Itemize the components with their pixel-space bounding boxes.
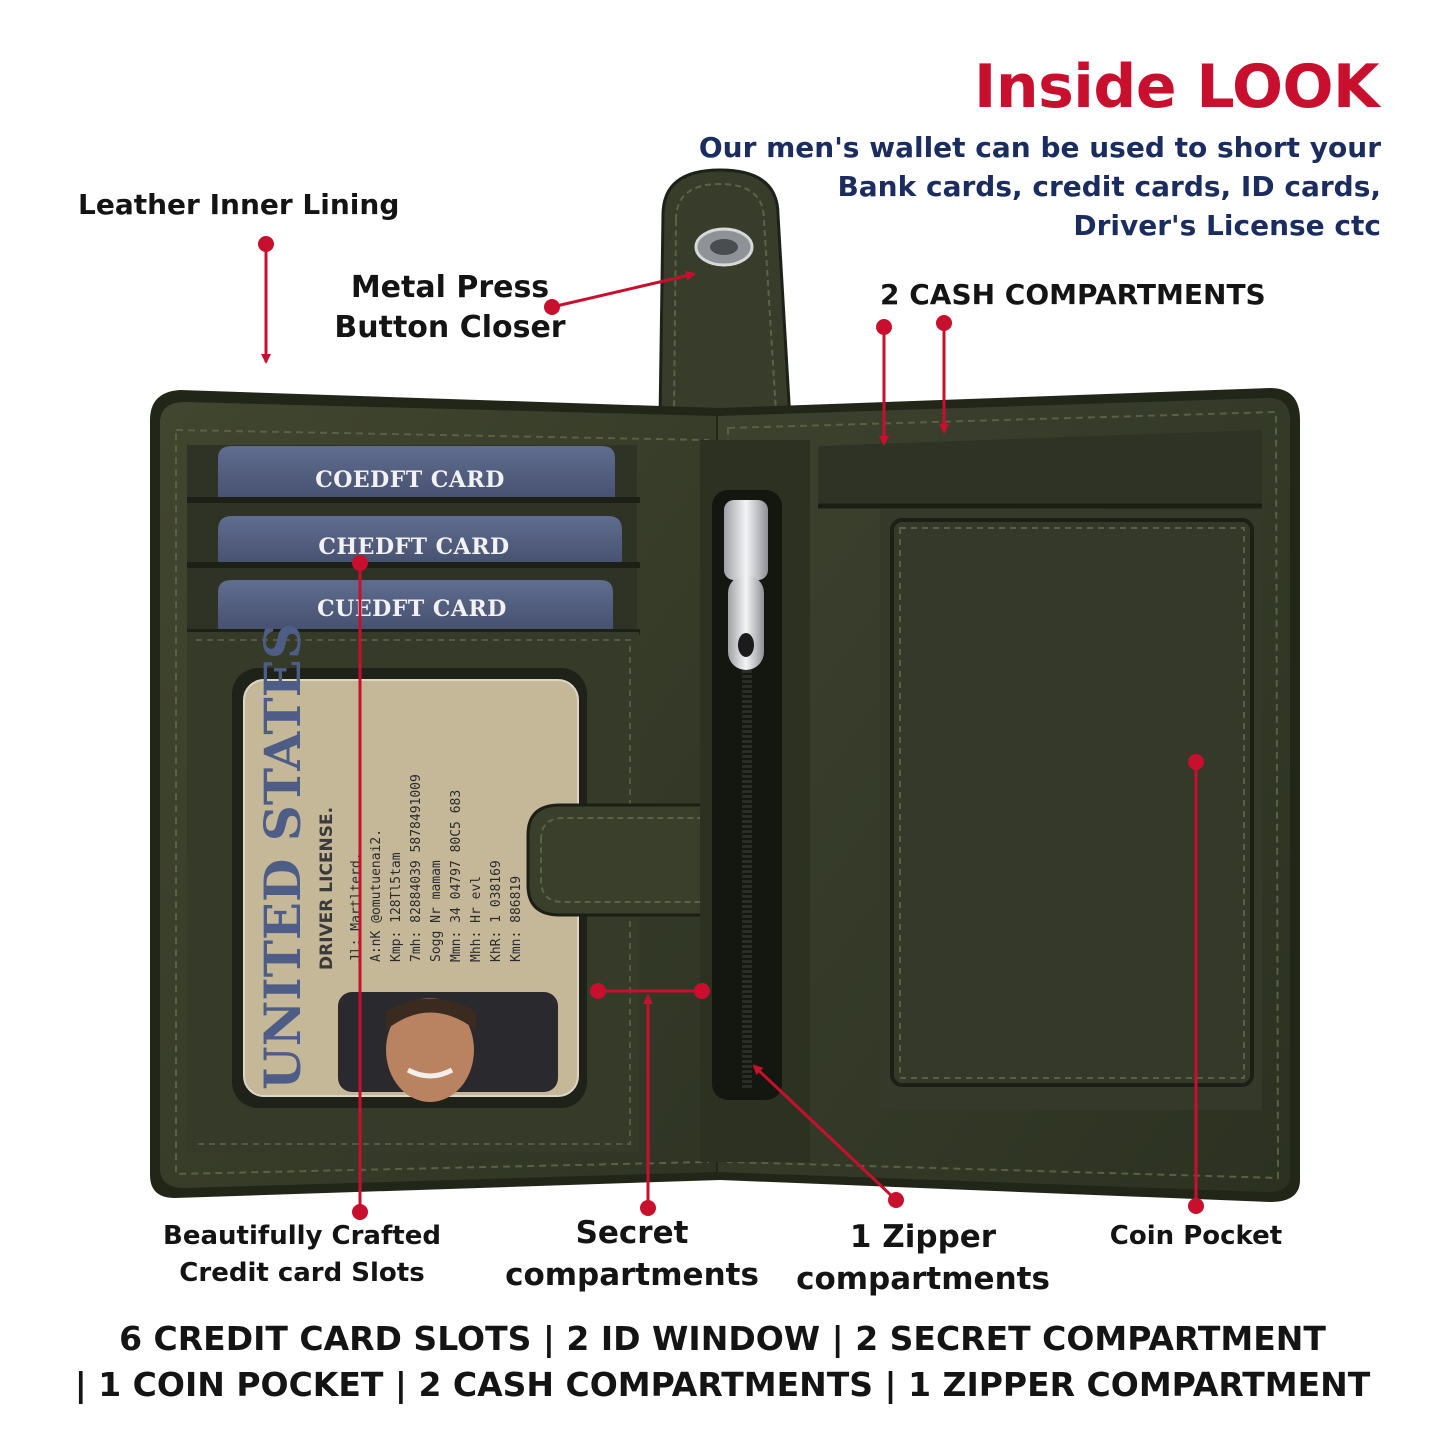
closure-strap xyxy=(658,168,792,422)
svg-text:7mh: 82884039 5878491009: 7mh: 82884039 5878491009 xyxy=(409,774,424,962)
card-label: CHEDFT CARD xyxy=(318,534,509,560)
label-press-button: Metal Press Button Closer xyxy=(334,270,566,345)
page-subtitle: Our men's wallet can be used to short yo… xyxy=(699,128,1381,245)
subtitle-line: Our men's wallet can be used to short yo… xyxy=(698,131,1381,164)
license-photo xyxy=(338,992,558,1102)
svg-text:Sogg Nr mamam: Sogg Nr mamam xyxy=(429,860,444,962)
license-country: UNITED STATES xyxy=(253,623,312,1090)
card-label: CUEDFT CARD xyxy=(317,596,507,622)
cash-compartments xyxy=(818,430,1262,509)
label-zipper: 1 Zipper compartments xyxy=(796,1219,1050,1297)
license-type: DRIVER LICENSE. xyxy=(317,807,337,970)
feature-summary-line: | 1 COIN POCKET | 2 CASH COMPARTMENTS | … xyxy=(74,1365,1371,1404)
label-coin-pocket: Coin Pocket xyxy=(1109,1221,1283,1251)
zipper-compartment xyxy=(700,440,810,1162)
svg-text:A:nK @omutuenai2.: A:nK @omutuenai2. xyxy=(369,829,384,962)
subtitle-line: Driver's License ctc xyxy=(1073,209,1381,242)
feature-summary-line: 6 CREDIT CARD SLOTS | 2 ID WINDOW | 2 SE… xyxy=(119,1319,1326,1358)
snap-tab xyxy=(526,803,718,917)
page-title: Inside LOOK xyxy=(974,52,1379,122)
credit-card: COEDFT CARD xyxy=(218,446,615,500)
label-card-slots: Beautifully Crafted Credit card Slots xyxy=(163,1221,441,1288)
svg-text:Mmn: 34 04797 80C5 683: Mmn: 34 04797 80C5 683 xyxy=(449,790,464,962)
zipper-pull-icon xyxy=(724,500,768,670)
card-label: COEDFT CARD xyxy=(315,467,505,493)
svg-text:Kmn: 886819: Kmn: 886819 xyxy=(509,876,524,962)
coin-pocket xyxy=(880,510,1262,1110)
label-leather-lining: Leather Inner Lining xyxy=(78,188,400,221)
credit-card: CUEDFT CARD xyxy=(218,580,613,630)
metal-button-icon xyxy=(694,227,754,267)
svg-text:KhR: 1 038169: KhR: 1 038169 xyxy=(489,860,504,962)
callout-pointers xyxy=(258,236,1204,1220)
license-card: UNITED STATES DRIVER LICENSE. Jl: Martlt… xyxy=(253,623,524,1090)
label-cash-compartments: 2 CASH COMPARTMENTS xyxy=(880,278,1266,311)
credit-card: CHEDFT CARD xyxy=(218,516,622,565)
label-secret: Secret compartments xyxy=(505,1215,759,1293)
feature-summary: 6 CREDIT CARD SLOTS | 2 ID WINDOW | 2 SE… xyxy=(0,1316,1445,1408)
svg-text:Jl: Martlterd.: Jl: Martlterd. xyxy=(349,852,364,962)
id-window: UNITED STATES DRIVER LICENSE. Jl: Martlt… xyxy=(232,623,587,1108)
svg-text:Mhh: Hr evl: Mhh: Hr evl xyxy=(469,876,484,962)
svg-text:Kmp: 128Tl5tam: Kmp: 128Tl5tam xyxy=(389,852,404,962)
subtitle-line: Bank cards, credit cards, ID cards, xyxy=(837,170,1381,203)
